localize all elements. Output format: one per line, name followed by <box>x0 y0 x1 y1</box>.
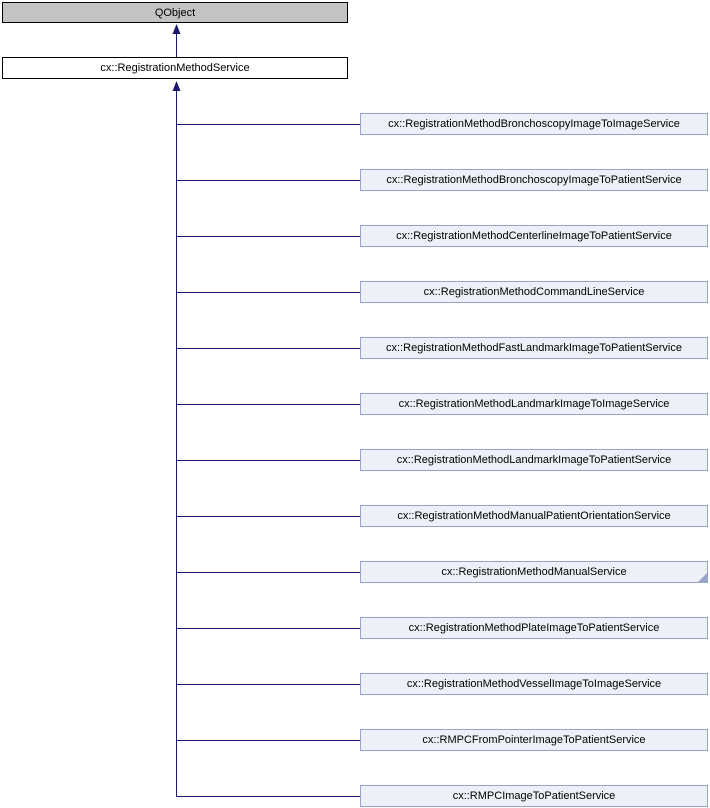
class-node[interactable]: cx::RegistrationMethodVesselImageToImage… <box>360 673 708 695</box>
class-node-label: cx::RMPCFromPointerImageToPatientService <box>422 734 646 746</box>
class-node[interactable]: cx::RegistrationMethodCenterlineImageToP… <box>360 225 708 247</box>
class-node-label: cx::RegistrationMethodManualPatientOrien… <box>397 510 671 522</box>
class-node-label: cx::RegistrationMethodService <box>100 62 250 74</box>
class-node-label: cx::RegistrationMethodLandmarkImageToIma… <box>398 398 670 410</box>
class-node-registration-method-service: cx::RegistrationMethodService <box>2 57 348 79</box>
class-node[interactable]: cx::RegistrationMethodBronchoscopyImageT… <box>360 169 708 191</box>
class-node-label: cx::RegistrationMethodCenterlineImageToP… <box>396 230 672 242</box>
class-node-label: cx::RegistrationMethodBronchoscopyImageT… <box>386 174 682 186</box>
class-node[interactable]: cx::RMPCFromPointerImageToPatientService <box>360 729 708 751</box>
class-node[interactable]: cx::RegistrationMethodFastLandmarkImageT… <box>360 337 708 359</box>
class-node-label: cx::RegistrationMethodBronchoscopyImageT… <box>388 118 680 130</box>
class-node-label: cx::RegistrationMethodVesselImageToImage… <box>406 678 662 690</box>
class-node[interactable]: cx::RegistrationMethodCommandLineService <box>360 281 708 303</box>
class-node-label: cx::RegistrationMethodLandmarkImageToPat… <box>396 454 672 466</box>
class-node[interactable]: cx::RegistrationMethodLandmarkImageToIma… <box>360 393 708 415</box>
class-node-label: cx::RegistrationMethodCommandLineService <box>423 286 645 298</box>
class-node-label: cx::RegistrationMethodPlateImageToPatien… <box>408 622 660 634</box>
class-node[interactable]: cx::RMPCImageToPatientService <box>360 785 708 807</box>
class-node[interactable]: cx::RegistrationMethodBronchoscopyImageT… <box>360 113 708 135</box>
class-node-label: QObject <box>154 6 196 19</box>
class-node-qobject[interactable]: QObject <box>2 2 348 23</box>
class-node[interactable]: cx::RegistrationMethodLandmarkImageToPat… <box>360 449 708 471</box>
class-node[interactable]: cx::RegistrationMethodPlateImageToPatien… <box>360 617 708 639</box>
class-node-label: cx::RegistrationMethodManualService <box>441 566 627 578</box>
class-node-label: cx::RegistrationMethodFastLandmarkImageT… <box>386 342 682 354</box>
class-node[interactable]: cx::RegistrationMethodManualService <box>360 561 708 583</box>
truncated-subclasses-indicator-icon <box>698 573 707 582</box>
class-node[interactable]: cx::RegistrationMethodManualPatientOrien… <box>360 505 708 527</box>
class-node-label: cx::RMPCImageToPatientService <box>452 790 616 802</box>
